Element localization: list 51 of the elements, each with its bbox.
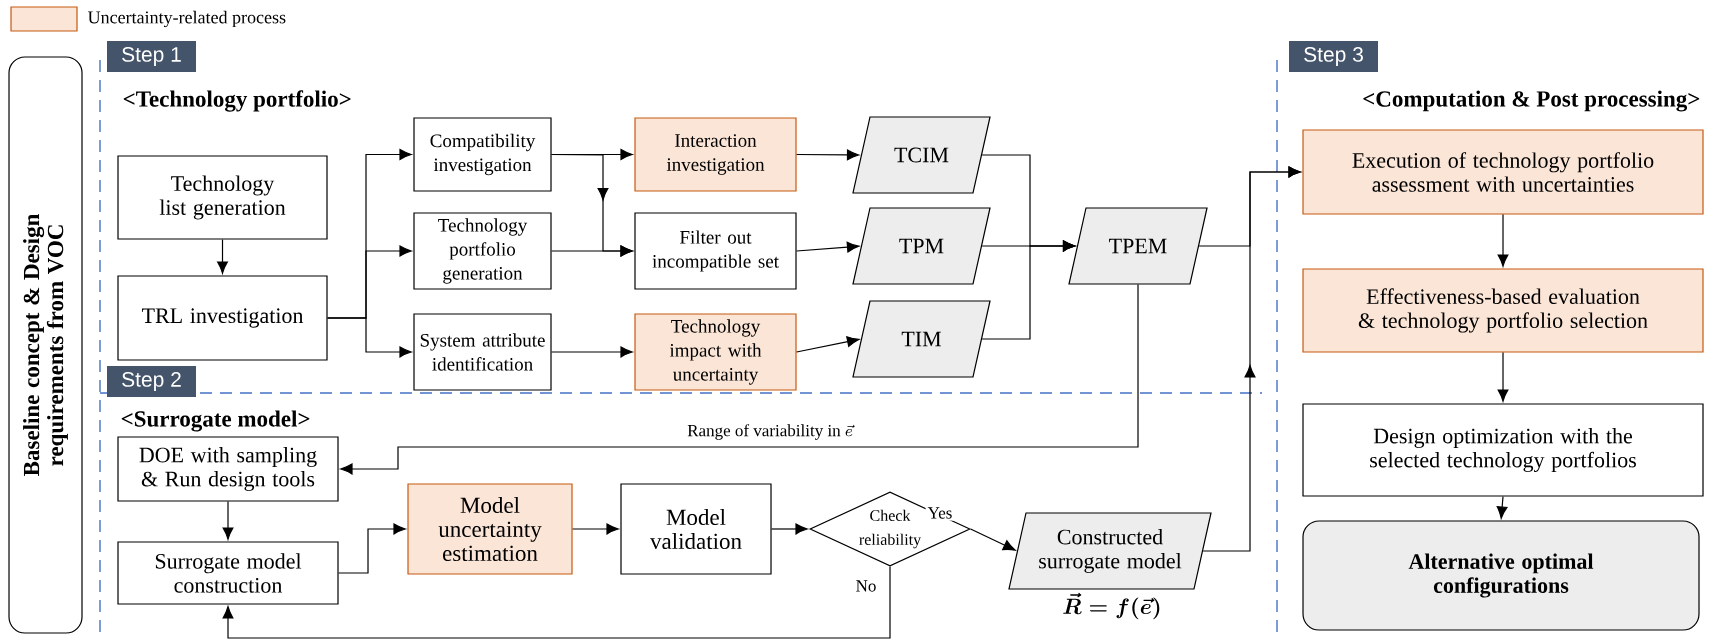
arrow [1497, 214, 1509, 267]
section-heading: <Surrogate model> [121, 410, 310, 432]
input-box: Baseline concept & Design requirements from VOC [8, 56, 83, 634]
arrow [771, 523, 808, 535]
result-box: Alternative optimal configurations [1302, 520, 1700, 631]
arrow [551, 346, 633, 358]
data-parallelogram: Constructed surrogate model [1008, 512, 1212, 590]
process-box: Model validation [620, 483, 772, 575]
arrow [222, 501, 234, 540]
arrow [796, 149, 860, 161]
arrow [340, 284, 1139, 475]
arrow [222, 566, 891, 639]
arrow [572, 523, 619, 535]
arrow [1496, 496, 1508, 519]
section-heading: <Technology portfolio> [123, 90, 351, 112]
process-box: Effectiveness-based evaluation & technology portfolio selection [1302, 268, 1704, 353]
process-box: Execution of technology portfolio assessment with uncertainties [1302, 129, 1704, 215]
data-parallelogram: TIM [852, 300, 991, 378]
step-tab: Step 1 [107, 41, 196, 72]
formula: $\boldsymbol{\vec{R}=f(\vec{e})}$ [1063, 592, 1160, 620]
edge-label: No [853, 578, 879, 594]
data-parallelogram: TPEM [1068, 207, 1208, 285]
arrow [1497, 352, 1509, 402]
arrow [551, 245, 633, 257]
process-box: System attribute identification [413, 313, 552, 391]
arrow [981, 240, 1076, 340]
process-box: Technology list generation [117, 155, 328, 240]
legend-label: Uncertainty-related process [88, 10, 286, 28]
arrow [327, 317, 412, 358]
process-box: Surrogate model construction [117, 541, 339, 605]
arrow [970, 528, 1016, 551]
step-tab: Step 2 [107, 366, 196, 397]
process-box: TRL investigation [117, 275, 328, 361]
process-box: Interaction investigation [634, 117, 797, 192]
data-parallelogram: TPM [852, 207, 991, 285]
data-parallelogram: TCIM [852, 116, 991, 194]
step-tab: Step 3 [1289, 41, 1378, 72]
arrow [217, 239, 228, 274]
process-box: DOE with sampling & Run design tools [117, 436, 339, 502]
arrow [338, 523, 406, 574]
process-box: Model uncertainty estimation [407, 483, 573, 575]
process-box: Design optimization with the selected technology portfolios [1302, 403, 1704, 497]
edge-label: Yes [925, 505, 955, 521]
arrow [796, 241, 860, 253]
process-box: Filter out incompatible set [634, 212, 797, 290]
arrow [1202, 166, 1301, 552]
edge-label: $\text{Range of variability in }\vec{e}$ [685, 422, 855, 442]
process-box: Technology impact with uncertainty [634, 313, 797, 391]
process-box: Compatibility investigation [413, 117, 552, 192]
arrow [796, 336, 860, 353]
process-box: Technology portfolio generation [413, 212, 552, 290]
